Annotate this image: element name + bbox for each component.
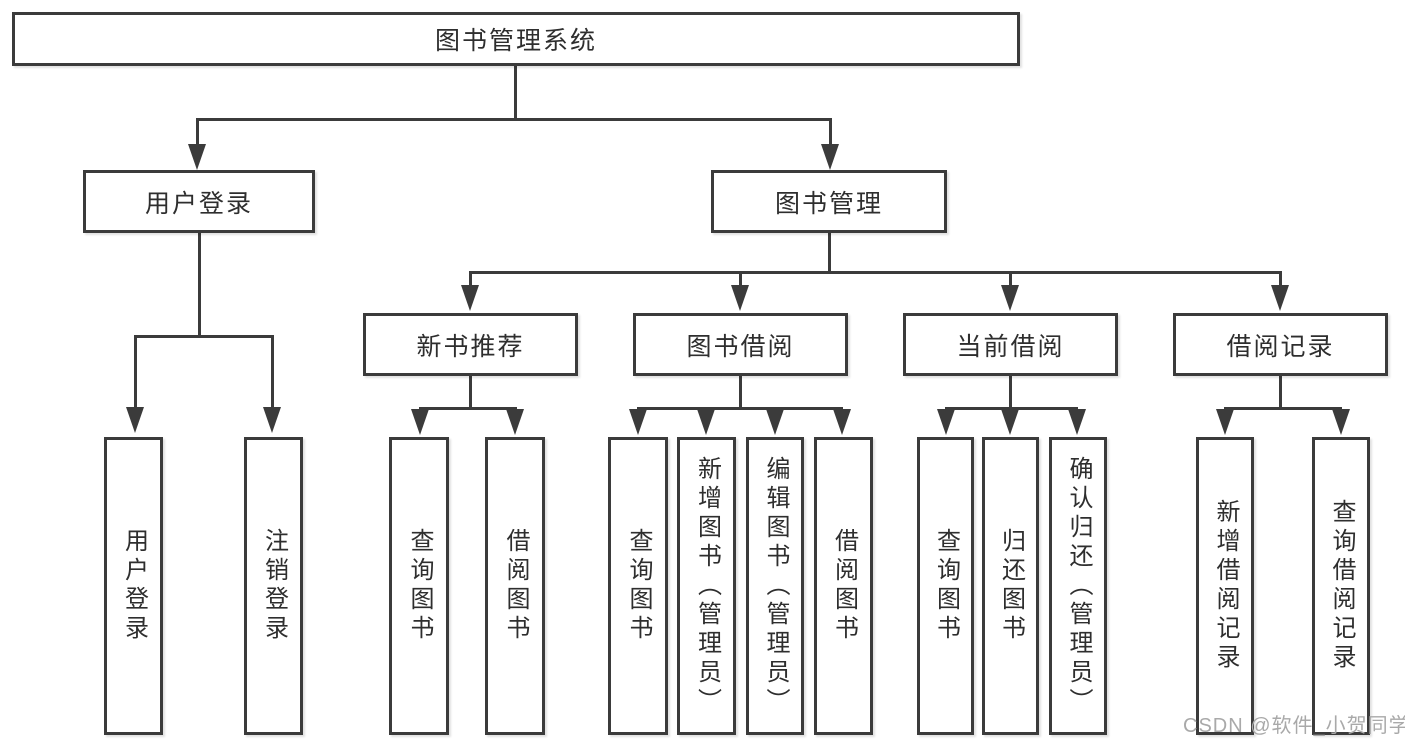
arrow-down-icon bbox=[766, 409, 784, 435]
leaf-query-books-borrowing: 查询图书 bbox=[608, 437, 668, 735]
connector-hline bbox=[637, 407, 843, 410]
arrow-down-icon bbox=[1271, 285, 1289, 311]
connector-vline bbox=[469, 376, 472, 409]
arrow-down-icon bbox=[506, 409, 524, 435]
watermark: CSDN @软件_小贺同学 bbox=[1183, 715, 1405, 737]
arrow-down-icon bbox=[833, 409, 851, 435]
leaf-logout-login: 注销登录 bbox=[244, 437, 303, 735]
node-book-management: 图书管理 bbox=[711, 170, 947, 233]
leaf-borrow-books-borrowing: 借阅图书 bbox=[814, 437, 873, 735]
arrow-down-icon bbox=[1001, 409, 1019, 435]
leaf-edit-books-admin: 编辑图书（管理员） bbox=[746, 437, 804, 735]
node-new-book-recommendation: 新书推荐 bbox=[363, 313, 578, 376]
connector-hline bbox=[134, 335, 274, 338]
arrow-down-icon bbox=[731, 285, 749, 311]
connector-vline bbox=[1279, 271, 1282, 287]
arrow-down-icon bbox=[1216, 409, 1234, 435]
connector-vline bbox=[739, 376, 742, 409]
connector-hline bbox=[945, 407, 1078, 410]
node-user-login: 用户登录 bbox=[83, 170, 315, 233]
connector-hline bbox=[469, 271, 1282, 274]
connector-vline bbox=[271, 335, 274, 409]
arrow-down-icon bbox=[411, 409, 429, 435]
connector-vline bbox=[196, 118, 199, 146]
leaf-confirm-return-admin: 确认归还（管理员） bbox=[1049, 437, 1107, 735]
connector-hline bbox=[419, 407, 517, 410]
leaf-add-borrow-record: 新增借阅记录 bbox=[1196, 437, 1254, 735]
leaf-return-books: 归还图书 bbox=[982, 437, 1039, 735]
connector-vline bbox=[1009, 271, 1012, 287]
node-current-borrowing: 当前借阅 bbox=[903, 313, 1118, 376]
arrow-down-icon bbox=[821, 144, 839, 170]
connector-vline bbox=[514, 66, 517, 120]
arrow-down-icon bbox=[188, 144, 206, 170]
arrow-down-icon bbox=[1001, 285, 1019, 311]
leaf-query-books-current: 查询图书 bbox=[917, 437, 974, 735]
connector-hline bbox=[196, 118, 832, 121]
arrow-down-icon bbox=[263, 407, 281, 433]
connector-hline bbox=[1224, 407, 1342, 410]
leaf-add-books-admin: 新增图书（管理员） bbox=[677, 437, 736, 735]
leaf-query-books-recommend: 查询图书 bbox=[389, 437, 449, 735]
connector-vline bbox=[469, 271, 472, 287]
leaf-query-borrow-record: 查询借阅记录 bbox=[1312, 437, 1370, 735]
connector-vline bbox=[1009, 376, 1012, 409]
arrow-down-icon bbox=[629, 409, 647, 435]
connector-vline bbox=[198, 233, 201, 337]
connector-vline bbox=[739, 271, 742, 287]
connector-vline bbox=[134, 335, 137, 409]
leaf-borrow-books-recommend: 借阅图书 bbox=[485, 437, 545, 735]
arrow-down-icon bbox=[697, 409, 715, 435]
arrow-down-icon bbox=[461, 285, 479, 311]
leaf-user-login: 用户登录 bbox=[104, 437, 163, 735]
arrow-down-icon bbox=[1068, 409, 1086, 435]
arrow-down-icon bbox=[1332, 409, 1350, 435]
connector-vline bbox=[828, 233, 831, 273]
arrow-down-icon bbox=[126, 407, 144, 433]
node-root: 图书管理系统 bbox=[12, 12, 1020, 66]
arrow-down-icon bbox=[937, 409, 955, 435]
connector-vline bbox=[1279, 376, 1282, 409]
connector-vline bbox=[829, 118, 832, 146]
node-book-borrowing: 图书借阅 bbox=[633, 313, 848, 376]
node-borrowing-records: 借阅记录 bbox=[1173, 313, 1388, 376]
